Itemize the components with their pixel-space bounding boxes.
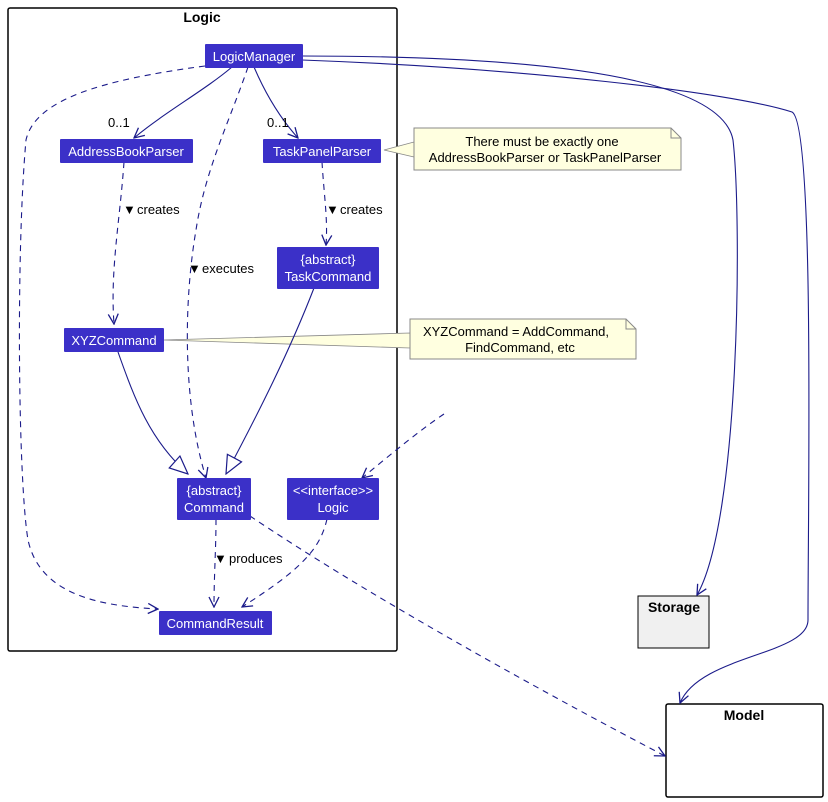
class-commandresult-box [159,611,272,635]
storage-title: Storage [648,599,700,615]
executes-label: executes [202,261,255,276]
class-taskcommand-box [277,247,379,289]
logic-package: Logic [7,7,398,652]
creates-arrow-icon-left: ▼ [123,202,136,217]
multiplicity-taskpanelparser: 0..1 [267,115,289,130]
logic-package-title: Logic [183,9,221,25]
model-package: Model [665,703,824,798]
class-xyzcommand: XYZCommand [64,328,164,352]
class-logicmanager-box [205,44,303,68]
class-addressbookparser-label: AddressBookParser [68,144,184,159]
edge-produces [214,518,216,607]
edges [18,55,810,756]
class-taskcommand: {abstract} TaskCommand [277,247,379,289]
storage-box [637,595,710,649]
edge-creates-taskcommand [322,161,327,245]
xyz-note-fold [625,319,636,330]
logic-package-frame [7,7,398,652]
class-command-stereotype: {abstract} [187,483,243,498]
edge-taskcommand-generalization [226,287,315,474]
xyz-note: XYZCommand = AddCommand, FindCommand, et… [162,318,637,360]
class-logicmanager: LogicManager [205,44,303,68]
edge-executes [186,66,249,478]
creates-arrow-icon-right: ▼ [326,202,339,217]
xyz-note-box [409,318,637,360]
class-logicmanager-label: LogicManager [213,49,296,64]
edge-logicmanager-commandresult [18,65,206,609]
edge-xyzcommand-generalization [117,351,188,474]
edge-logic-commandresult [242,518,328,607]
model-package-title: Model [724,707,764,723]
edge-logicmanager-model [301,59,810,703]
storage-package: Storage [637,595,710,649]
class-commandresult-label: CommandResult [167,616,264,631]
class-addressbookparser-box [60,139,193,163]
class-commandresult: CommandResult [159,611,272,635]
produces-label: produces [229,551,283,566]
parser-note-box [413,127,682,171]
edge-logicmanager-taskpanelparser [253,66,298,138]
class-xyzcommand-box [64,328,164,352]
parser-note: There must be exactly one AddressBookPar… [383,127,682,171]
edge-into-logic-interface [362,413,445,478]
produces-arrow-icon: ▼ [214,551,227,566]
parser-note-line2: AddressBookParser or TaskPanelParser [429,150,662,165]
parser-note-fold [670,128,681,139]
class-logic-interface-label: Logic [317,500,349,515]
xyz-note-line2: FindCommand, etc [465,340,575,355]
xyz-note-line1: XYZCommand = AddCommand, [423,324,609,339]
class-logic-interface: <<interface>> Logic [287,478,379,520]
class-logic-interface-stereotype: <<interface>> [293,483,373,498]
creates-label-left: creates [137,202,180,217]
class-xyzcommand-label: XYZCommand [71,333,156,348]
class-taskpanelparser: TaskPanelParser [263,139,381,163]
parser-note-line1: There must be exactly one [465,134,618,149]
edge-creates-xyzcommand [113,161,125,324]
class-command: {abstract} Command [177,478,251,520]
class-taskpanelparser-label: TaskPanelParser [273,144,372,159]
multiplicity-addressbookparser: 0..1 [108,115,130,130]
class-logic-interface-box [287,478,379,520]
edge-logicmanager-storage [301,55,738,595]
class-taskcommand-stereotype: {abstract} [301,252,357,267]
edge-command-model [249,515,665,756]
class-boxes: LogicManager AddressBookParser TaskPanel… [60,44,381,635]
class-command-box [177,478,251,520]
xyz-note-connector [162,332,411,349]
class-taskcommand-label: TaskCommand [285,269,372,284]
class-command-label: Command [184,500,244,515]
executes-arrow-icon: ▼ [188,261,201,276]
creates-label-right: creates [340,202,383,217]
edge-logicmanager-addressbookparser [134,66,233,138]
edge-labels: 0..1 0..1 ▼ creates ▼ creates ▼ executes… [108,115,383,566]
class-taskpanelparser-box [263,139,381,163]
parser-note-connector [383,141,415,158]
class-addressbookparser: AddressBookParser [60,139,193,163]
